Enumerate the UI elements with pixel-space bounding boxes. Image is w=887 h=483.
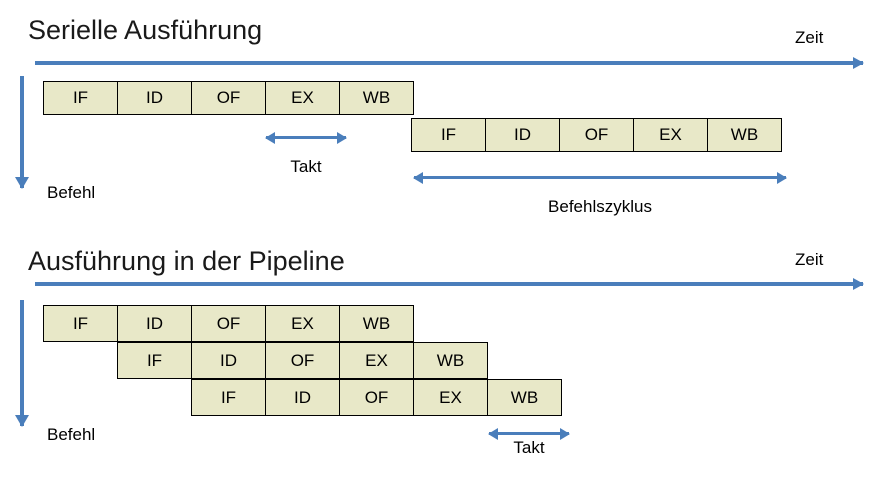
takt-measure-arrow-serial [266,136,346,139]
stage-box-id[interactable]: ID [191,342,266,379]
stage-box-wb[interactable]: WB [339,305,414,342]
table-row: IF ID OF EX WB [43,305,414,342]
stage-box-of[interactable]: OF [191,305,266,342]
instruction-axis-label-pipeline: Befehl [47,425,96,444]
instruction-axis-arrow-serial [20,76,24,188]
time-axis-label-serial: Zeit [795,28,824,47]
stage-box-id[interactable]: ID [485,118,560,152]
instruction-axis-arrow-pipeline [20,300,24,426]
takt-label-serial: Takt [290,157,322,176]
table-row: IF ID OF EX WB [411,118,782,152]
takt-label-pipeline: Takt [513,438,545,457]
stage-box-wb[interactable]: WB [413,342,488,379]
table-row: IF ID OF EX WB [191,379,562,416]
stage-box-ex[interactable]: EX [413,379,488,416]
stage-box-ex[interactable]: EX [265,81,340,115]
stage-box-of[interactable]: OF [339,379,414,416]
stage-box-if[interactable]: IF [43,81,118,115]
table-row: IF ID OF EX WB [43,81,414,115]
stage-box-of[interactable]: OF [191,81,266,115]
stage-box-wb[interactable]: WB [339,81,414,115]
time-axis-arrow-serial [35,61,863,65]
time-axis-label-pipeline: Zeit [795,250,824,269]
stage-box-id[interactable]: ID [265,379,340,416]
befehlszyklus-label: Befehlszyklus [548,197,652,216]
stage-box-if[interactable]: IF [43,305,118,342]
stage-box-of[interactable]: OF [265,342,340,379]
stage-box-id[interactable]: ID [117,305,192,342]
stage-box-of[interactable]: OF [559,118,634,152]
stage-box-wb[interactable]: WB [707,118,782,152]
stage-box-id[interactable]: ID [117,81,192,115]
time-axis-arrow-pipeline [35,282,863,286]
stage-box-if[interactable]: IF [191,379,266,416]
table-row: IF ID OF EX WB [117,342,488,379]
stage-box-wb[interactable]: WB [487,379,562,416]
stage-box-ex[interactable]: EX [633,118,708,152]
stage-box-if[interactable]: IF [117,342,192,379]
stage-box-ex[interactable]: EX [339,342,414,379]
section-title-pipeline: Ausführung in der Pipeline [28,246,345,276]
stage-box-if[interactable]: IF [411,118,486,152]
instruction-axis-label-serial: Befehl [47,183,96,202]
takt-measure-arrow-pipeline [489,432,569,435]
section-title-serial: Serielle Ausführung [28,15,263,45]
stage-box-ex[interactable]: EX [265,305,340,342]
befehlszyklus-measure-arrow [414,176,786,179]
